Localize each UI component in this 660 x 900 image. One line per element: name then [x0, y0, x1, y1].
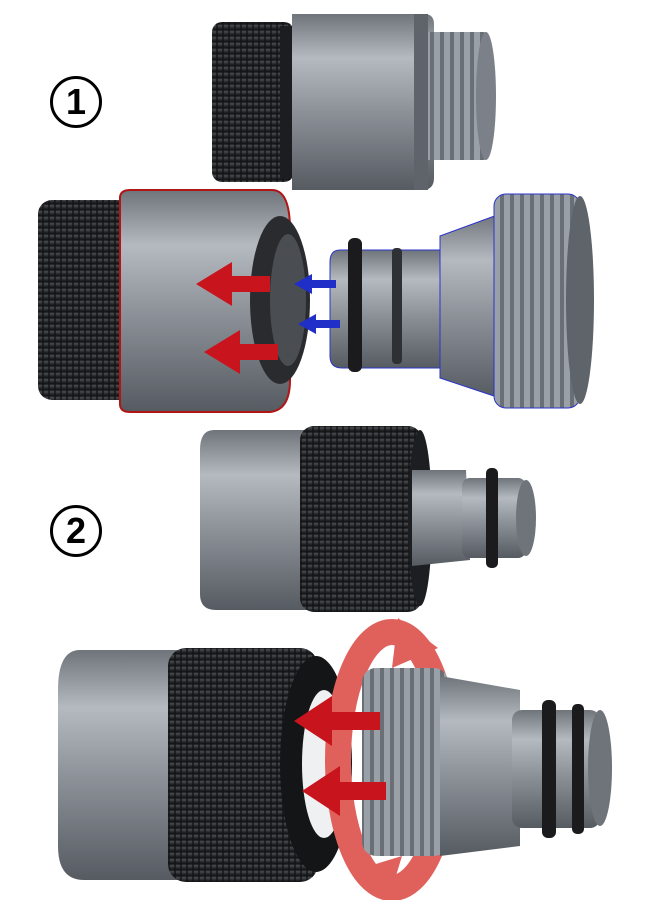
screw-adaptor-thread [362, 668, 448, 856]
step-1-label: 1 [50, 76, 102, 128]
step1-top-connector [212, 14, 496, 190]
assembled-hex [412, 470, 470, 566]
top-connector-nut [212, 22, 294, 182]
push-direction-arrow-icon [204, 330, 278, 374]
push-direction-arrow-icon [298, 314, 340, 334]
hose-connector-nut [38, 200, 138, 400]
assembled-nut [300, 426, 422, 612]
screw-connector-nut [168, 648, 318, 882]
assembled-body [200, 430, 330, 610]
step2-screw-connector [58, 618, 612, 900]
top-connector-body [292, 14, 434, 190]
step1-hose-connector [38, 189, 310, 413]
step1-thread-adaptor [294, 193, 594, 409]
push-direction-arrow-icon [294, 274, 336, 294]
thread-adaptor-hex [439, 213, 501, 399]
push-direction-arrow-icon [294, 696, 380, 746]
screw-adaptor-hex [440, 676, 520, 856]
step-2-label: 2 [50, 505, 102, 557]
push-direction-arrow-icon [196, 262, 270, 306]
push-direction-arrow-icon [302, 766, 386, 816]
step2-assembled-connector [200, 426, 536, 612]
